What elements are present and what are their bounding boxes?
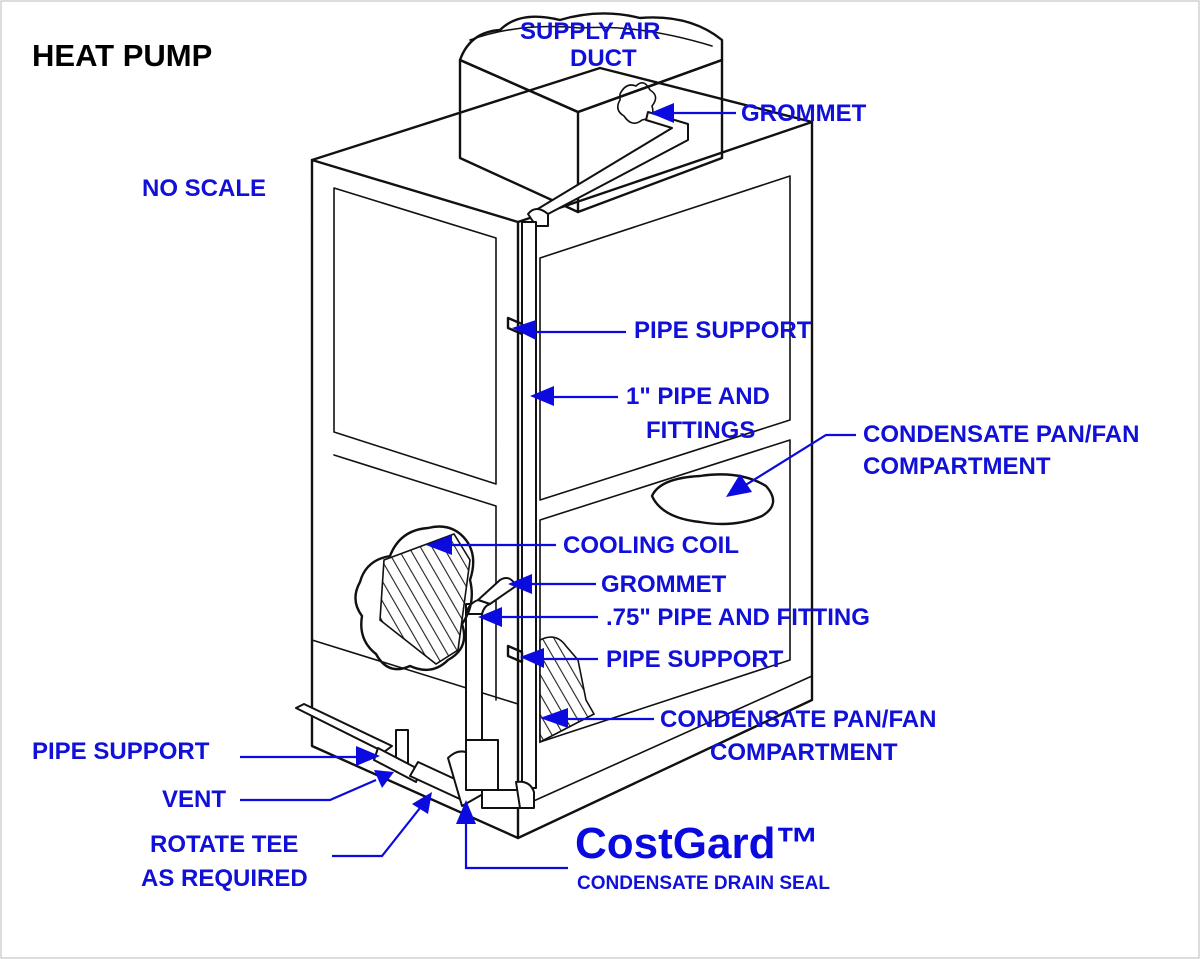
leader-vent: [240, 778, 377, 802]
brand-name: CostGard™: [575, 819, 819, 868]
pipe-support-left-label: PIPE SUPPORT: [32, 738, 210, 765]
rotate-tee-label-line1: ROTATE TEE: [150, 831, 298, 858]
cooling-coil: [354, 525, 475, 672]
side-upper-panel: [539, 175, 791, 501]
no-scale-note: NO SCALE: [142, 175, 266, 202]
pipe-support-upper-label: PIPE SUPPORT: [634, 317, 812, 344]
arrowhead-pipe-support-upper: [512, 320, 536, 340]
supply-air-duct-label-line1: SUPPLY AIR: [520, 18, 661, 45]
pipe-fittings-label-line2: FITTINGS: [646, 417, 755, 444]
pipe-support-lower-label: PIPE SUPPORT: [606, 646, 784, 673]
pipe-fittings-label-line1: 1" PIPE AND: [626, 383, 770, 410]
condensate-lower-label-line1: CONDENSATE PAN/FAN: [660, 706, 936, 733]
condensate-upper-label-line2: COMPARTMENT: [863, 453, 1051, 480]
brand-subtitle: CONDENSATE DRAIN SEAL: [577, 873, 830, 894]
pipe-075-label: .75" PIPE AND FITTING: [606, 604, 870, 631]
heat-pump-cabinet: [310, 66, 814, 840]
front-upper-panel: [333, 187, 497, 485]
grommet-lower-label: GROMMET: [601, 571, 727, 598]
arrowhead-pipe-075: [478, 607, 502, 627]
leader-rotate-tee: [332, 807, 421, 858]
pipe-support-lower-bracket: [506, 644, 524, 664]
arrowhead-pipe-support-left: [356, 746, 380, 766]
supply-air-duct: [458, 12, 724, 214]
grommet-top-label: GROMMET: [741, 100, 867, 127]
cooling-coil-label: COOLING COIL: [563, 532, 739, 559]
arrowhead-cooling-coil: [426, 535, 452, 555]
leader-condensate-upper: [743, 433, 856, 487]
arrowhead-grommet-lower: [508, 574, 532, 594]
arrowhead-condensate-upper: [726, 474, 752, 497]
duct-grommet: [616, 82, 657, 124]
leader-arrows: [240, 103, 856, 870]
condensate-pan-cutout-upper: [650, 473, 775, 526]
supply-air-duct-label-line2: DUCT: [570, 45, 637, 72]
arrowhead-pipe-fittings: [530, 386, 554, 406]
arrowhead-vent: [374, 770, 394, 788]
arrowhead-grommet-top: [650, 103, 674, 123]
pipe-support-upper-bracket: [506, 316, 524, 336]
condensate-piping: [295, 111, 689, 809]
diagram-title: HEAT PUMP: [32, 38, 212, 73]
arrowhead-rotate-tee: [412, 792, 432, 814]
condensate-lower-label-line2: COMPARTMENT: [710, 739, 898, 766]
leader-drain-seal: [464, 822, 568, 870]
arrowhead-condensate-lower: [540, 708, 568, 728]
arrowhead-drain-seal: [456, 800, 476, 824]
condensate-upper-label-line1: CONDENSATE PAN/FAN: [863, 421, 1139, 448]
rotate-tee-label-line2: AS REQUIRED: [141, 865, 308, 892]
vent-label: VENT: [162, 786, 226, 813]
arrowhead-pipe-support-lower: [520, 648, 544, 668]
